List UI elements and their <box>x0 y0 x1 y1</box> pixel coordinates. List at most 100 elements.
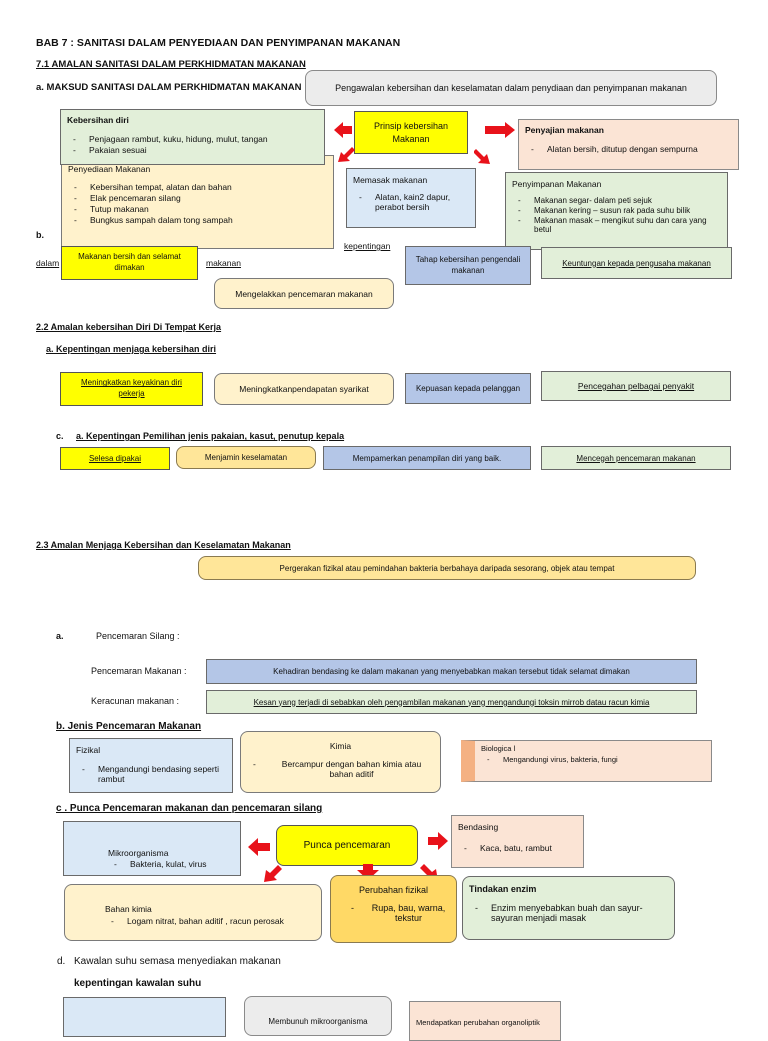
page-title: BAB 7 : SANITASI DALAM PENYEDIAAN DAN PE… <box>36 37 401 49</box>
list-item: Makanan segar- dalam peti sejuk <box>512 196 721 205</box>
kepentingan-fragment: kepentingan <box>344 241 391 251</box>
arrow-right-icon <box>428 832 448 850</box>
list-item: Mengandungi virus, bakteria, fungi <box>481 755 705 764</box>
mikroorganisma-list: Bakteria, kulat, virus <box>70 859 234 869</box>
arrow-left-icon <box>334 122 352 138</box>
bendasing-box: Bendasing Kaca, batu, rambut <box>451 815 584 868</box>
keracunan-makanan-definition-box: Kesan yang terjadi di sebabkan oleh peng… <box>206 690 697 714</box>
biological-title: Biologica l <box>481 744 516 753</box>
section-2-2-c-prefix: c. <box>56 431 64 441</box>
menjamin-keselamatan-box: Menjamin keselamatan <box>176 446 316 469</box>
bahan-kimia-title: Bahan kimia <box>105 904 152 914</box>
membunuh-mikroorganisma-box: Membunuh mikroorganisma <box>244 996 392 1036</box>
arrow-down-left-icon <box>264 865 282 882</box>
perubahan-list: Rupa, bau, warna, tekstur <box>337 903 450 923</box>
penyimpanan-title: Penyimpanan Makanan <box>512 179 602 189</box>
penyajian-makanan-box: Penyajian makanan Alatan bersih, ditutup… <box>518 119 739 170</box>
pencemaran-silang-definition-box: Pergerakan fizikal atau pemindahan bakte… <box>198 556 696 580</box>
kebersihan-diri-box: Kebersihan diri Penjagaan rambut, kuku, … <box>60 109 325 165</box>
penyajian-title: Penyajian makanan <box>525 125 604 135</box>
mikroorganisma-box: Mikroorganisma Bakteria, kulat, virus <box>63 821 241 876</box>
enzim-title: Tindakan enzim <box>469 884 537 894</box>
biological-list: Mengandungi virus, bakteria, fungi <box>481 755 705 764</box>
memasak-title: Memasak makanan <box>353 175 428 185</box>
penyimpanan-makanan-box: Penyimpanan Makanan Makanan segar- dalam… <box>505 172 728 250</box>
kimia-list: Bercampur dengan bahan kimia atau bahan … <box>247 759 434 779</box>
list-item: Mengandungi bendasing seperti rambut <box>76 764 226 784</box>
list-item: Makanan masak – mengikut suhu dan cara y… <box>512 216 721 234</box>
perubahan-title: Perubahan fizikal <box>358 885 429 895</box>
pencemaran-silang-label: Pencemaran Silang : <box>96 631 180 641</box>
list-item: Kaca, batu, rambut <box>458 843 577 853</box>
list-item: Elak pencemaran silang <box>68 193 327 203</box>
pencegahan-penyakit-box: Pencegahan pelbagai penyakit <box>541 371 731 401</box>
section-2-2-a-label: a. Kepentingan menjaga kebersihan diri <box>46 344 217 354</box>
prinsip-kebersihan-box: Prinsip kebersihan Makanan <box>354 111 468 154</box>
punca-pencemaran-box: Punca pencemaran <box>276 825 418 866</box>
list-item: Enzim menyebabkan buah dan sayur-sayuran… <box>469 903 668 923</box>
arrow-down-right-icon <box>474 149 490 164</box>
section-2-2-heading: 2.2 Amalan kebersihan Diri Di Tempat Ker… <box>36 322 222 332</box>
tindakan-enzim-box: Tindakan enzim Enzim menyebabkan buah da… <box>462 876 675 940</box>
pencemaran-makanan-label: Pencemaran Makanan : <box>91 666 187 676</box>
bahan-kimia-list: Logam nitrat, bahan aditif , racun peros… <box>71 916 315 926</box>
penampilan-diri-box: Mempamerkan penampilan diri yang baik. <box>323 446 531 470</box>
enzim-list: Enzim menyebabkan buah dan sayur-sayuran… <box>469 903 668 923</box>
section-2-2-c-label: a. Kepentingan Pemilihan jenis pakaian, … <box>76 431 345 441</box>
arrow-down-left-icon <box>338 147 355 162</box>
list-item: Bercampur dengan bahan kimia atau bahan … <box>247 759 434 779</box>
kepuasan-pelanggan-box: Kepuasan kepada pelanggan <box>405 373 531 404</box>
list-item: Penjagaan rambut, kuku, hidung, mulut, t… <box>67 134 318 144</box>
keuntungan-box: Keuntungan kepada pengusaha makanan <box>541 247 732 279</box>
bahan-kimia-box: Bahan kimia Logam nitrat, bahan aditif ,… <box>64 884 322 941</box>
list-item: Kebersihan tempat, alatan dan bahan <box>68 182 327 192</box>
mengelakkan-pencemaran-box: Mengelakkan pencemaran makanan <box>214 278 394 309</box>
biological-box: Biologica l Mengandungi virus, bakteria,… <box>461 740 712 782</box>
list-item: Alatan bersih, ditutup dengan sempurna <box>525 144 732 154</box>
mikroorganisma-title: Mikroorganisma <box>108 848 169 858</box>
perubahan-organoliptik-box: Mendapatkan perubahan organoliptik <box>409 1001 561 1041</box>
list-item: Rupa, bau, warna, tekstur <box>345 903 450 923</box>
section-2-3-heading: 2.3 Amalan Menjaga Kebersihan dan Kesela… <box>36 540 291 550</box>
penyajian-list: Alatan bersih, ditutup dengan sempurna <box>525 144 732 154</box>
bendasing-title: Bendasing <box>458 822 499 832</box>
fizikal-box: Fizikal Mengandungi bendasing seperti ra… <box>69 738 233 793</box>
jenis-pencemaran-label: b. Jenis Pencemaran Makanan <box>56 721 202 732</box>
arrow-right-icon <box>485 122 515 138</box>
dalam-fragment: dalam <box>36 258 60 268</box>
list-item: Makanan kering – susun rak pada suhu bil… <box>512 206 721 215</box>
kepentingan-kawalan-suhu-label: kepentingan kawalan suhu <box>74 978 202 989</box>
list-item: Pakaian sesuai <box>67 145 318 155</box>
section-2-3-a-prefix: a. <box>56 631 64 641</box>
arrow-left-icon <box>248 838 270 856</box>
sanitasi-definition-box: Pengawalan kebersihan dan keselamatan da… <box>305 70 717 106</box>
perubahan-fizikal-box: Perubahan fizikal Rupa, bau, warna, teks… <box>330 875 457 943</box>
pendapatan-syarikat-box: Meningkatkanpendapatan syarikat <box>214 373 394 405</box>
selesa-dipakai-box: Selesa dipakai <box>60 447 170 470</box>
keracunan-makanan-label: Keracunan makanan : <box>91 696 180 706</box>
list-item: Alatan, kain2 dapur, perabot bersih <box>353 192 469 212</box>
penyediaan-list: Kebersihan tempat, alatan dan bahan Elak… <box>68 182 327 225</box>
penyediaan-makanan-box: Penyediaan Makanan Kebersihan tempat, al… <box>61 155 334 249</box>
makanan-fragment: makanan <box>206 258 241 268</box>
memasak-list: Alatan, kain2 dapur, perabot bersih <box>353 192 469 212</box>
mencegah-pencemaran-box: Mencegah pencemaran makanan <box>541 446 731 470</box>
section-7-1-heading: 7.1 AMALAN SANITASI DALAM PERKHIDMATAN M… <box>36 59 306 70</box>
penyediaan-title: Penyediaan Makanan <box>68 164 151 174</box>
kebersihan-diri-list: Penjagaan rambut, kuku, hidung, mulut, t… <box>67 134 318 155</box>
keyakinan-diri-box: Meningkatkan keyakinan diri pekerja <box>60 372 203 406</box>
kimia-title: Kimia <box>329 741 352 751</box>
bendasing-list: Kaca, batu, rambut <box>458 843 577 853</box>
section-7-1-a-label: a. MAKSUD SANITASI DALAM PERKHIDMATAN MA… <box>36 82 308 93</box>
list-item: Tutup makanan <box>68 204 327 214</box>
section-2-3-d-prefix: d. <box>57 956 66 967</box>
section-7-1-b-label: b. <box>36 230 44 240</box>
kawalan-suhu-box-1 <box>63 997 226 1037</box>
list-item: Logam nitrat, bahan aditif , racun peros… <box>105 916 315 926</box>
fizikal-title: Fizikal <box>76 745 101 755</box>
makanan-bersih-box: Makanan bersih dan selamat dimakan <box>61 246 198 280</box>
pencemaran-makanan-definition-box: Kehadiran bendasing ke dalam makanan yan… <box>206 659 697 684</box>
list-item: Bungkus sampah dalam tong sampah <box>68 215 327 225</box>
memasak-makanan-box: Memasak makanan Alatan, kain2 dapur, per… <box>346 168 476 228</box>
tahap-kebersihan-box: Tahap kebersihan pengendali makanan <box>405 246 531 285</box>
